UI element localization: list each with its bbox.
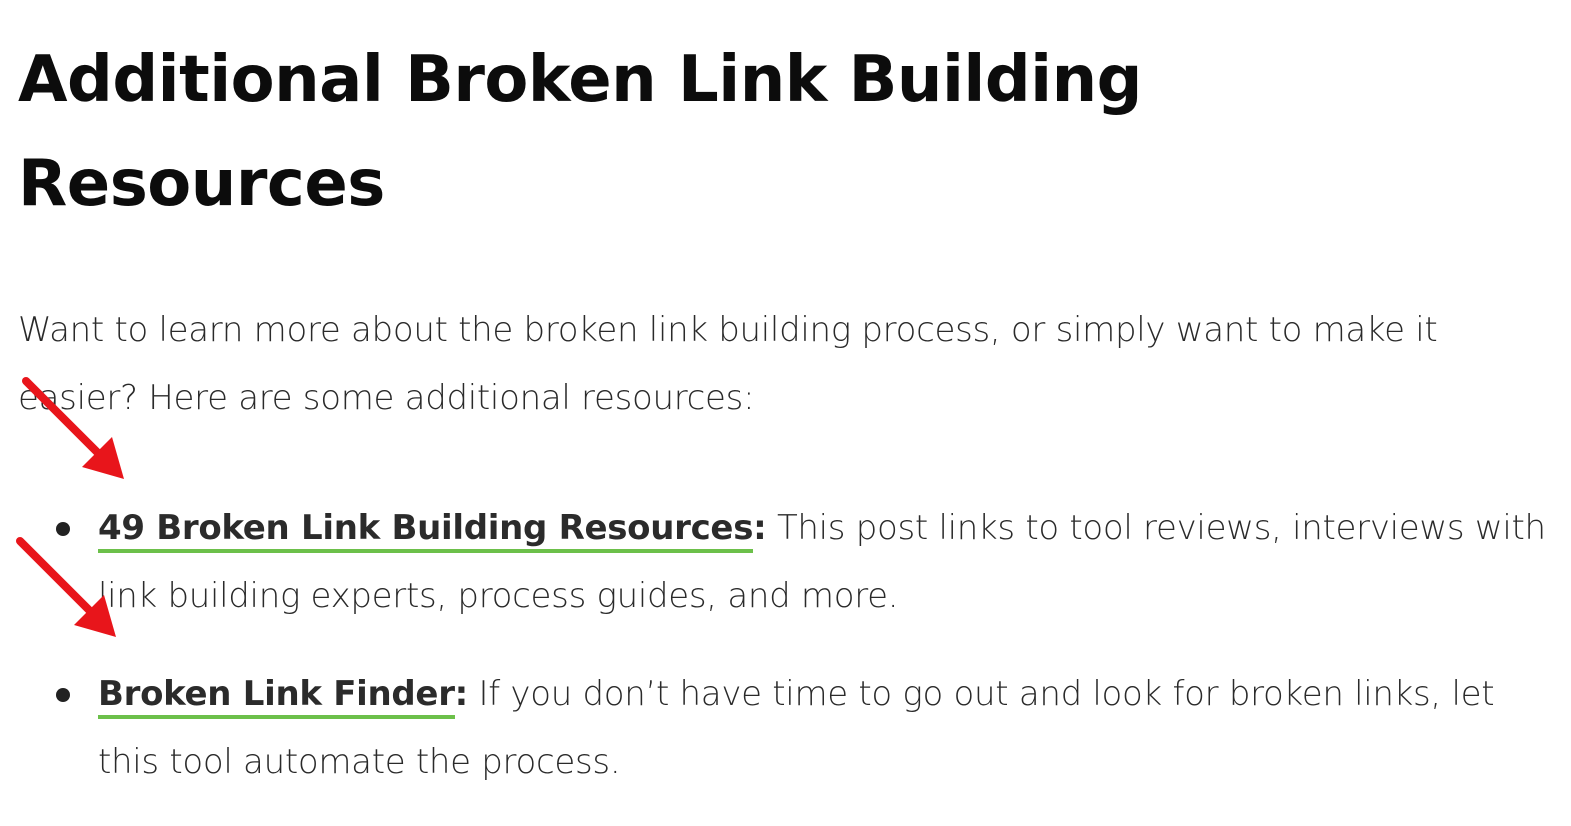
section-heading: Additional Broken Link Building Resource…: [18, 43, 1142, 221]
resource-link-broken-link-building-resources[interactable]: 49 Broken Link Building Resources: [98, 508, 753, 553]
link-separator: :: [454, 674, 469, 714]
resource-description: If you don’t have time to go out and loo…: [98, 674, 1495, 782]
list-item: 49 Broken Link Building Resources: This …: [18, 494, 1548, 630]
resource-list: 49 Broken Link Building Resources: This …: [18, 494, 1548, 796]
bullet-icon: [56, 688, 70, 702]
article-section: Additional Broken Link Building Resource…: [18, 28, 1548, 826]
intro-paragraph: Want to learn more about the broken link…: [18, 310, 1438, 418]
resource-link-broken-link-finder[interactable]: Broken Link Finder: [98, 674, 455, 719]
list-item: Broken Link Finder: If you don’t have ti…: [18, 660, 1548, 796]
resource-description: This post links to tool reviews, intervi…: [98, 508, 1546, 616]
link-separator: :: [753, 508, 767, 548]
bullet-icon: [56, 522, 70, 536]
